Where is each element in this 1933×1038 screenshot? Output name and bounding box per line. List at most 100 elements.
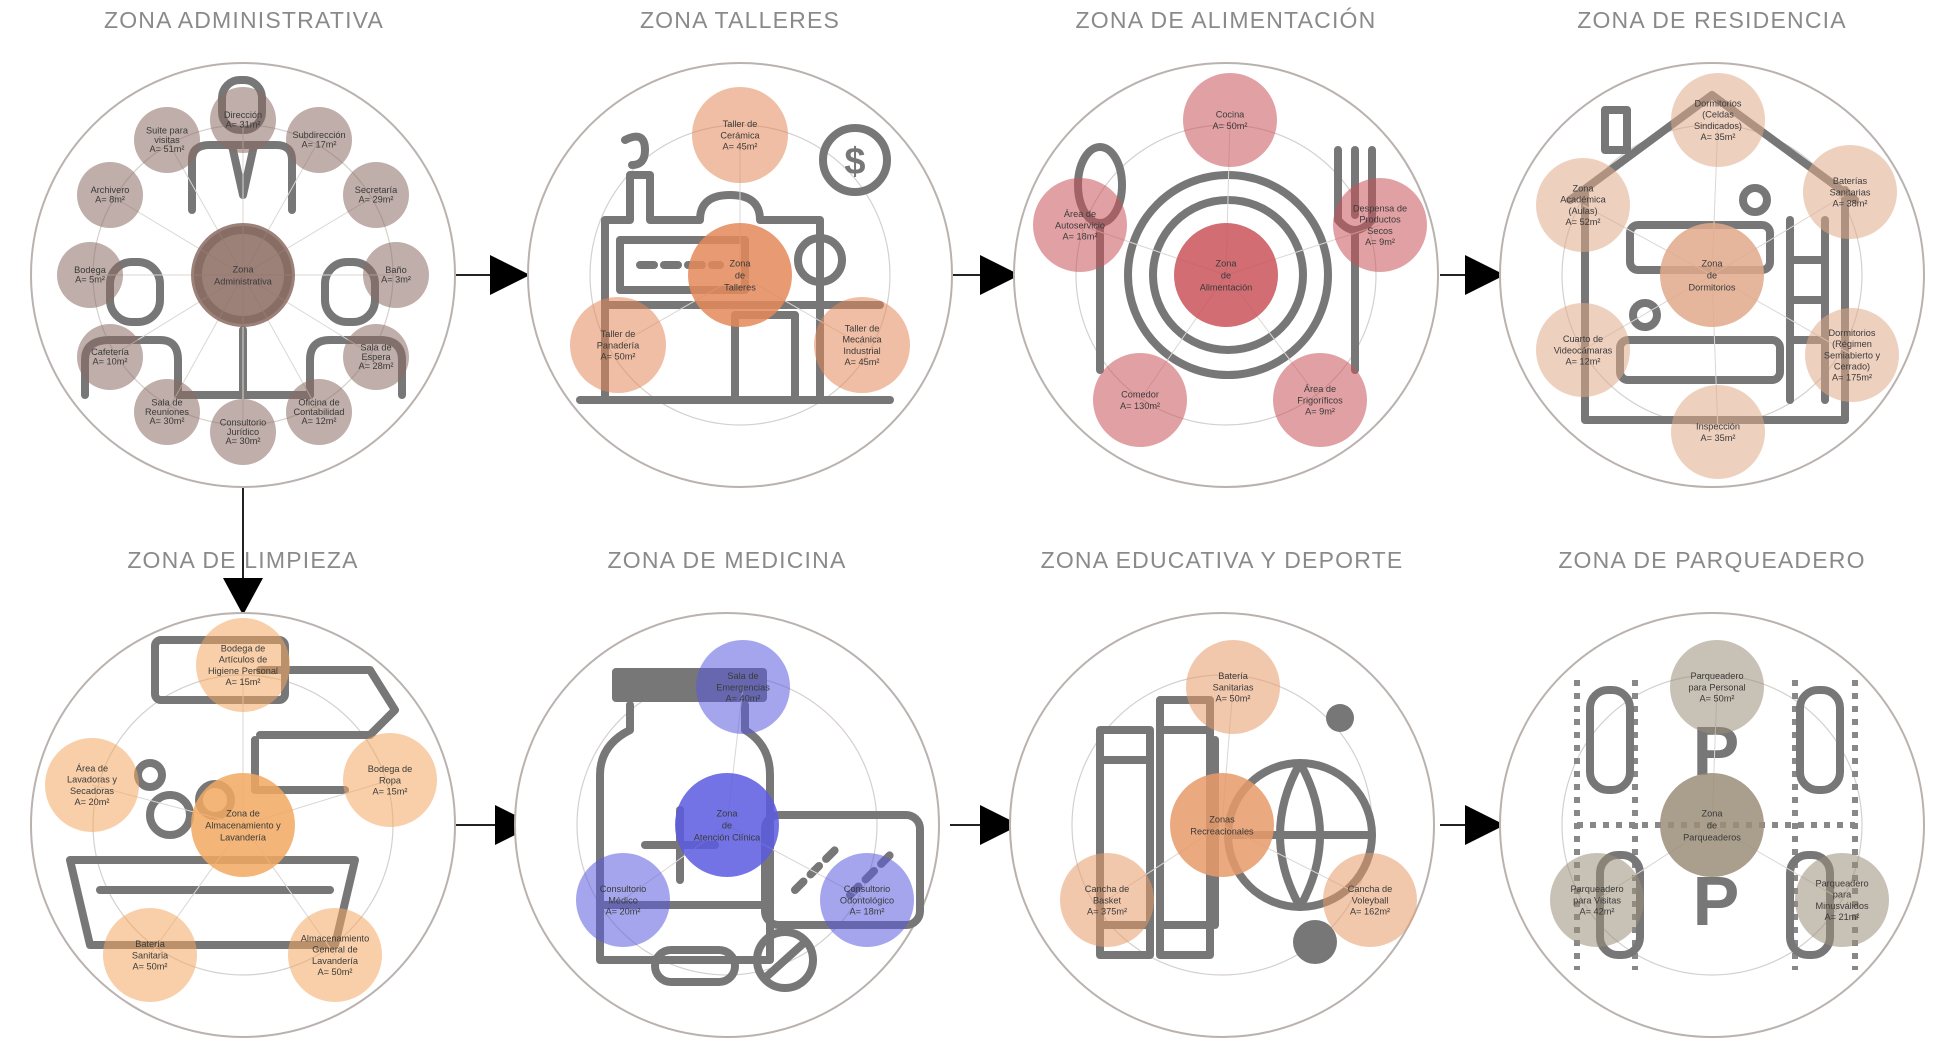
bubble-label-line: Emergencias [716,682,770,692]
center-bubble [191,223,295,327]
bubble-label-line: Productos [1359,215,1401,225]
bubble-label-line: Zona [1216,259,1238,269]
center-bubble [191,773,295,877]
bubble-label-line: Artículos de [219,655,268,665]
bubble-label-line: A= 38m² [1833,199,1868,209]
bubble-label-line: Atención Clínica [694,832,761,842]
room-bubble [1323,853,1417,947]
bubble-label-line: Zona de [226,809,260,819]
room-bubble [343,324,409,390]
room-bubble [134,107,200,173]
zone-title-educativa: ZONA EDUCATIVA Y DEPORTE [1041,547,1404,573]
bubble-label-line: Odontológico [840,895,894,905]
bubble-label-line: A= 40m² [726,694,761,704]
arrow-medicina-educativa [950,805,1020,845]
zone-title-alimentacion: ZONA DE ALIMENTACIÓN [1076,7,1377,33]
bubble-label-line: A= 9m² [1305,407,1335,417]
bubble-label-line: A= 5m² [75,275,105,285]
bubble-label-line: Recreacionales [1190,826,1254,836]
bubble-label-line: Lavadoras y [67,775,117,785]
bubble-label-line: Dormitorios [1829,328,1876,338]
room-bubble [210,87,276,153]
bubble-label-line: Industrial [843,346,880,356]
room-bubble [1333,178,1427,272]
center-bubble [1174,223,1278,327]
zone-title-talleres: ZONA TALLERES [640,7,840,33]
bubble-label-line: Zona [1702,809,1724,819]
room-bubble [1536,303,1630,397]
bubble-label-line: (Régimen [1832,339,1872,349]
bubble-label-line: Administrativa [214,276,273,286]
bubble-label-line: Zonas [1209,815,1235,825]
bubble-label-line: A= 175m² [1832,373,1872,383]
bubble-label-line: Parqueadero [1570,884,1623,894]
bubble-label-line: (Aulas) [1568,206,1597,216]
bubble-label-line: Consultorio [220,417,266,427]
bubble-label-line: Taller de [723,119,758,129]
bubble-label-line: Alimentación [1200,282,1253,292]
bubble-label-line: Batería [1218,671,1249,681]
bubble-label-line: Higiene Personal [208,666,278,676]
zone-title-medicina: ZONA DE MEDICINA [607,547,846,573]
bubble-label-line: A= 28m² [359,361,394,371]
bubble-label-line: A= 50m² [601,352,636,362]
bubble-label-line: Sala de [727,671,758,681]
bubble-label-line: A= 50m² [318,967,353,977]
room-bubble [576,853,670,947]
bubble-label-line: Parqueaderos [1683,832,1741,842]
bubble-label-line: Archivero [91,185,130,195]
room-bubble [103,908,197,1002]
bubble-label-line: Bodega [74,265,107,275]
bubble-label-line: de [1707,271,1717,281]
bubble-label-line: A= 15m² [373,787,408,797]
bubble-label-line: A= 30m² [150,416,185,426]
bubble-label-line: Zona [1573,184,1595,194]
bubble-label-line: A= 45m² [845,357,880,367]
bubble-label-line: Sala de [151,397,182,407]
bubble-label-line: Taller de [845,324,880,334]
room-bubble [286,379,352,445]
room-bubble [1805,308,1899,402]
bubble-label-line: Lavandería [312,956,359,966]
bubble-label-line: A= 50m² [1213,121,1248,131]
room-bubble [343,733,437,827]
bubble-label-line: Bodega de [368,764,412,774]
bubble-label-line: A= 17m² [302,140,337,150]
bubble-label-line: Sanitarias [1830,187,1871,197]
arrow-alimentacion-residencia [1440,255,1505,295]
bubble-label-line: Secretaría [355,185,398,195]
room-bubble [1033,178,1127,272]
room-bubble [696,640,790,734]
room-bubble [57,242,123,308]
bubble-label-line: Cancha de [1348,884,1392,894]
arrow-administrativa-limpieza [223,487,263,615]
bubble-label-line: Consultorio [600,884,646,894]
room-bubble [134,379,200,445]
bubble-label-line: Inspección [1696,422,1740,432]
bubble-label-line: A= 375m² [1087,907,1127,917]
room-bubble [1273,353,1367,447]
room-bubble [288,908,382,1002]
bubble-label-line: visitas [154,135,180,145]
bubble-label-line: Contabilidad [293,407,344,417]
room-bubble [1060,853,1154,947]
bubble-label-line: Autoservicio [1055,220,1105,230]
bubble-label-line: Área de [1064,209,1096,219]
center-bubble [675,773,779,877]
room-bubble [343,162,409,228]
zone-title-limpieza: ZONA DE LIMPIEZA [127,547,358,573]
bubble-label-line: Secadoras [70,786,114,796]
bubble-label-line: A= 8m² [95,195,125,205]
dollar-icon: $ [844,141,865,183]
bubble-label-line: (Celdas [1702,110,1734,120]
bubble-label-line: A= 130m² [1120,401,1160,411]
bubble-label-line: A= 10m² [93,357,128,367]
center-bubble [1660,773,1764,877]
bubble-label-line: Dirección [224,110,262,120]
bubble-label-line: de [722,821,732,831]
bubble-label-line: Cocina [1216,110,1245,120]
bubble-label-line: A= 18m² [1063,232,1098,242]
